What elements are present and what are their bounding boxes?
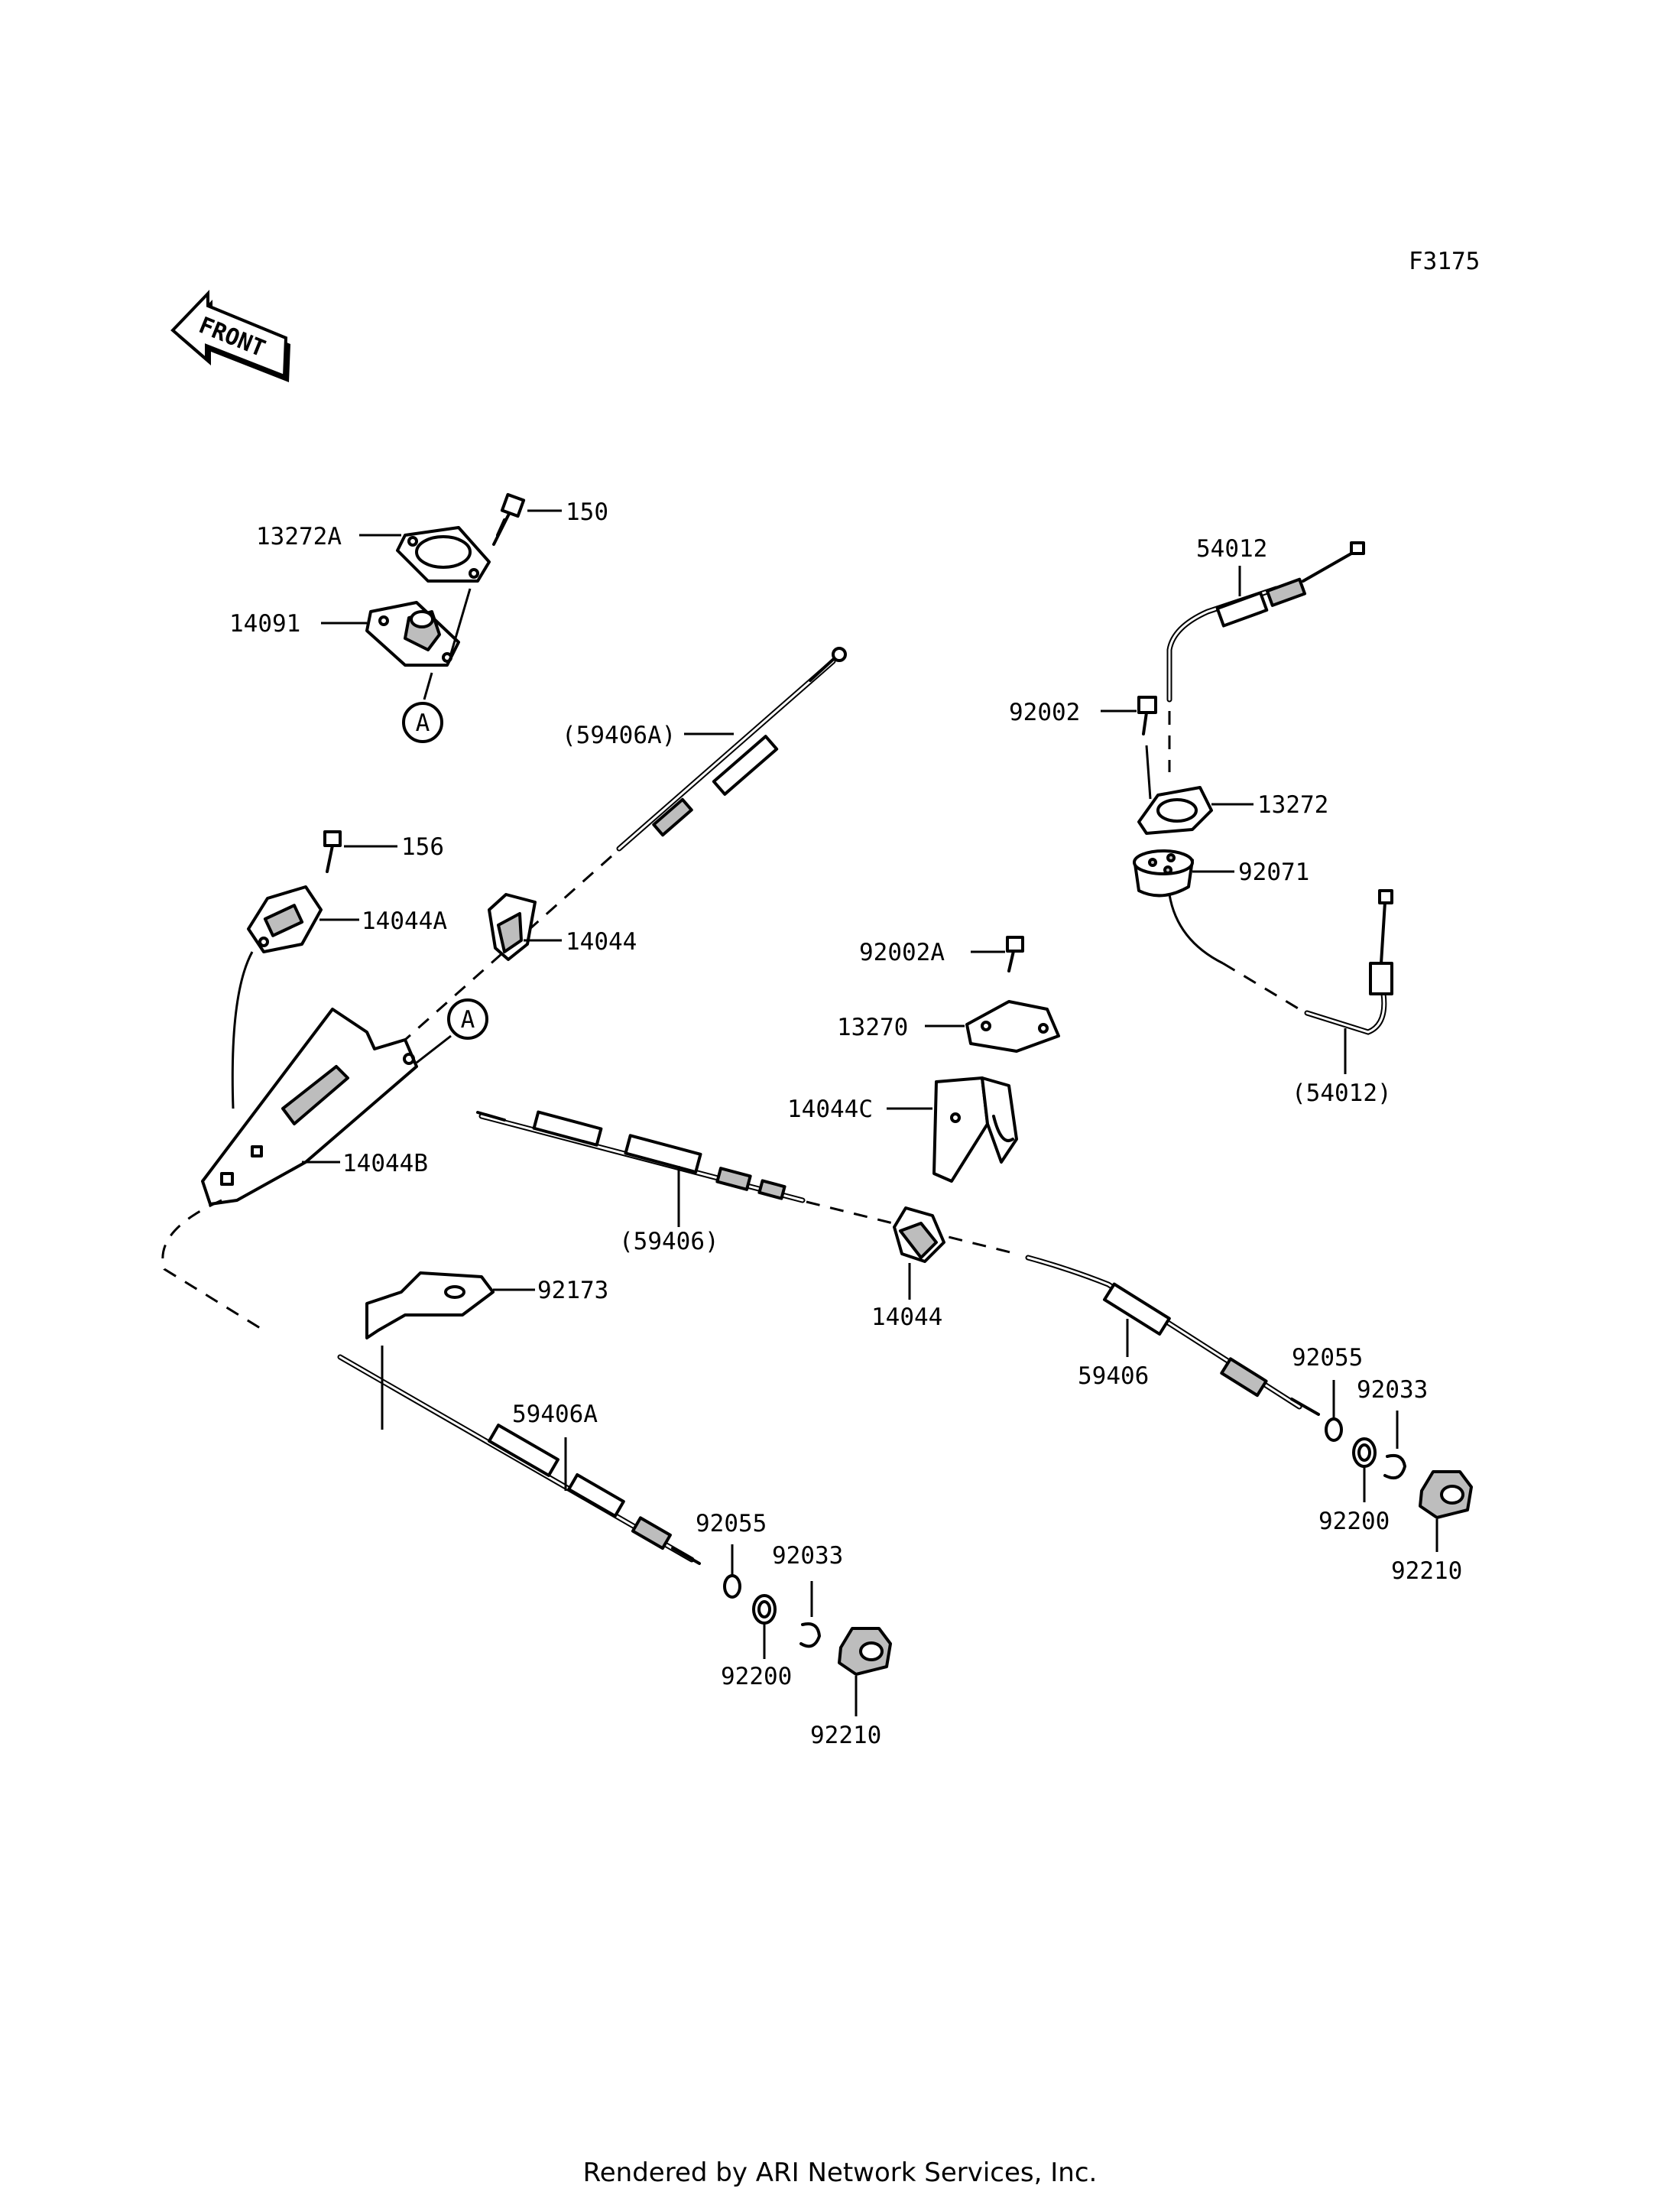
front-arrow-icon: FRONT xyxy=(170,290,290,382)
label-59406A-paren: (59406A) xyxy=(562,722,676,749)
cable-59406-lower xyxy=(1025,1255,1320,1416)
grommet-92071 xyxy=(1133,849,1194,898)
bolt-150 xyxy=(492,492,526,546)
cable-59406-middle xyxy=(476,1110,806,1203)
label-92002: 92002 xyxy=(1009,699,1080,726)
bracket-14044C xyxy=(932,1076,1018,1183)
label-13272A: 13272A xyxy=(256,523,342,550)
nut-92210-right xyxy=(1419,1470,1473,1519)
label-54012-paren: (54012) xyxy=(1292,1080,1392,1107)
label-54012: 54012 xyxy=(1196,535,1267,563)
callout-a-top-label: A xyxy=(416,709,430,737)
gasket-13272 xyxy=(1137,786,1213,835)
bolt-156 xyxy=(323,830,342,873)
bracket-92173 xyxy=(365,1271,495,1339)
label-92055-right: 92055 xyxy=(1292,1344,1363,1372)
plate-13270 xyxy=(965,1000,1060,1053)
label-14044A: 14044A xyxy=(362,907,447,935)
label-156: 156 xyxy=(401,833,444,861)
label-92033-left: 92033 xyxy=(772,1542,843,1570)
clamp-14044A xyxy=(247,885,323,953)
gasket-13272A xyxy=(396,526,491,583)
cable-54012-top xyxy=(1166,541,1365,703)
footer-credit: Rendered by ARI Network Services, Inc. xyxy=(582,2157,1098,2188)
label-13270: 13270 xyxy=(837,1014,908,1041)
label-14044-mid: 14044 xyxy=(871,1304,942,1331)
label-92200-left: 92200 xyxy=(721,1663,792,1690)
label-14044C: 14044C xyxy=(787,1096,873,1123)
lockwasher-92033-right xyxy=(1383,1453,1406,1479)
label-92210-left: 92210 xyxy=(810,1722,881,1749)
cable-59406A-upper xyxy=(616,647,847,852)
callout-a-mid xyxy=(447,998,488,1040)
bolt-92002A xyxy=(1006,936,1024,972)
label-14091: 14091 xyxy=(229,610,300,638)
label-92033-right: 92033 xyxy=(1357,1376,1428,1404)
nut-92210-left xyxy=(838,1627,892,1676)
bracket-14044B xyxy=(201,1008,418,1206)
clip-14044-mid xyxy=(893,1206,945,1263)
label-14044B: 14044B xyxy=(342,1150,428,1177)
label-92002A: 92002A xyxy=(859,939,945,966)
callout-a-top xyxy=(402,702,443,743)
cable-59406A-lower xyxy=(337,1354,701,1565)
washer-92200-left xyxy=(752,1594,777,1625)
label-59406: 59406 xyxy=(1078,1362,1149,1390)
washer-92200-right xyxy=(1352,1437,1377,1468)
label-92210-right: 92210 xyxy=(1391,1557,1462,1585)
figure-code: F3175 xyxy=(1409,248,1480,275)
label-92173: 92173 xyxy=(537,1277,608,1304)
label-59406A: 59406A xyxy=(512,1401,598,1428)
bolt-92002 xyxy=(1137,696,1157,735)
oring-92055-left xyxy=(723,1574,741,1599)
lockwasher-92033-left xyxy=(799,1622,821,1648)
label-150: 150 xyxy=(566,498,608,526)
label-92200-right: 92200 xyxy=(1318,1508,1390,1535)
label-92055-left: 92055 xyxy=(696,1510,767,1537)
label-14044-top: 14044 xyxy=(566,928,637,956)
boot-14091 xyxy=(365,601,460,667)
clip-14044-top xyxy=(488,893,537,961)
label-92071: 92071 xyxy=(1238,859,1309,886)
callout-a-mid-label: A xyxy=(461,1006,475,1034)
label-59406-paren: (59406) xyxy=(619,1228,719,1255)
cable-54012-lower xyxy=(1304,889,1393,1035)
label-13272: 13272 xyxy=(1257,791,1328,819)
oring-92055-right xyxy=(1325,1417,1343,1442)
